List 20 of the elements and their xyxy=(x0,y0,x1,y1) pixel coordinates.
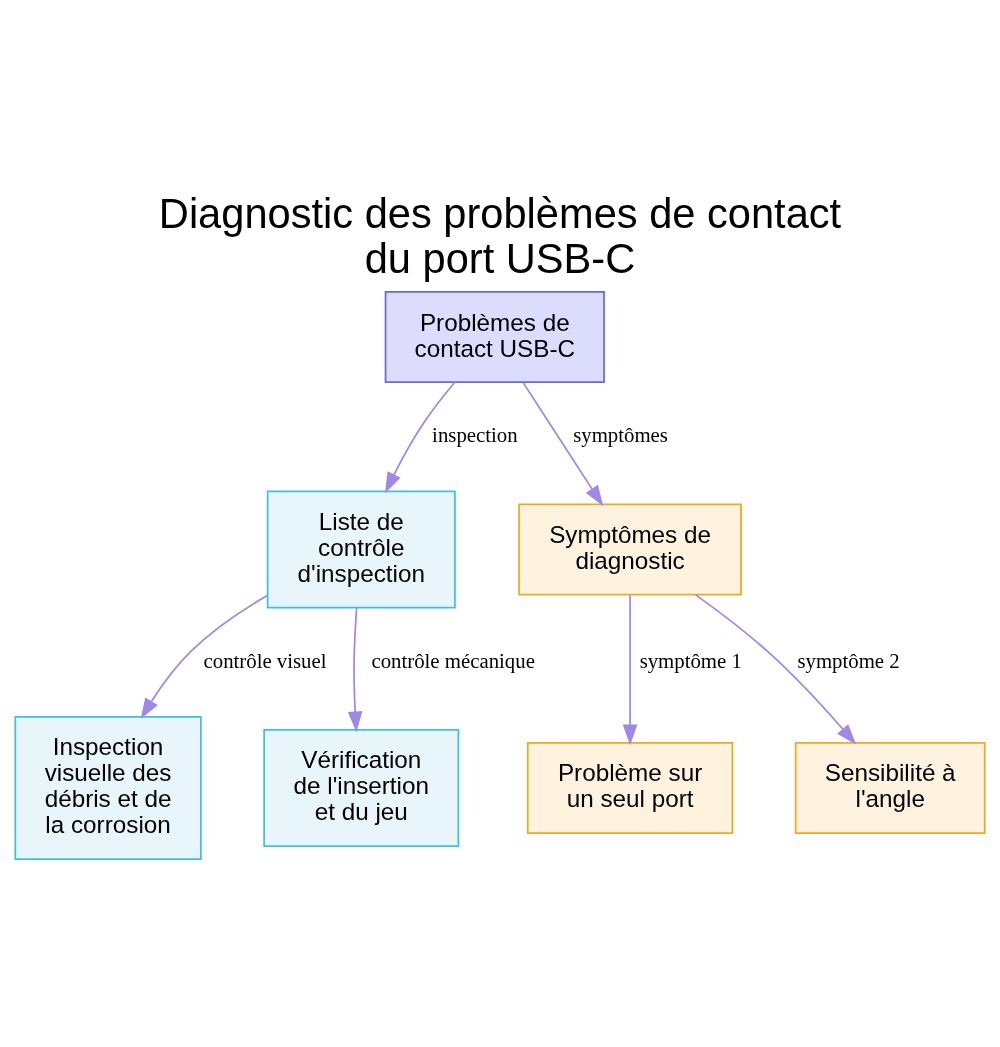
arrow xyxy=(384,381,456,494)
diagram-title: Diagnostic des problèmes de contact du port USB-C xyxy=(158,190,842,283)
node-box: Problèmes de contact USB-C xyxy=(384,291,605,384)
arrow xyxy=(140,594,269,720)
node-box: Problème sur un seul port xyxy=(526,742,734,834)
arrow xyxy=(347,606,363,733)
node-box: Symptômes de diagnostic xyxy=(518,503,742,596)
edge-label: inspection xyxy=(432,423,518,448)
node-box: Vérification de l'insertion et du jeu xyxy=(263,729,460,847)
edge-label: contrôle mécanique xyxy=(371,648,535,673)
node-box: Inspection visuelle des débris et de la corrosion xyxy=(14,716,202,860)
arrow xyxy=(622,594,638,746)
edge-label: symptôme 2 xyxy=(797,648,900,673)
arrow xyxy=(522,381,604,507)
edge-label: contrôle visuel xyxy=(203,648,327,673)
arrow xyxy=(694,593,857,745)
node-box: Liste de contrôle d'inspection xyxy=(266,490,456,609)
node-box: Sensibilité à l'angle xyxy=(794,742,986,834)
edge-label: symptômes xyxy=(573,423,668,448)
edge-label: symptôme 1 xyxy=(639,648,742,673)
